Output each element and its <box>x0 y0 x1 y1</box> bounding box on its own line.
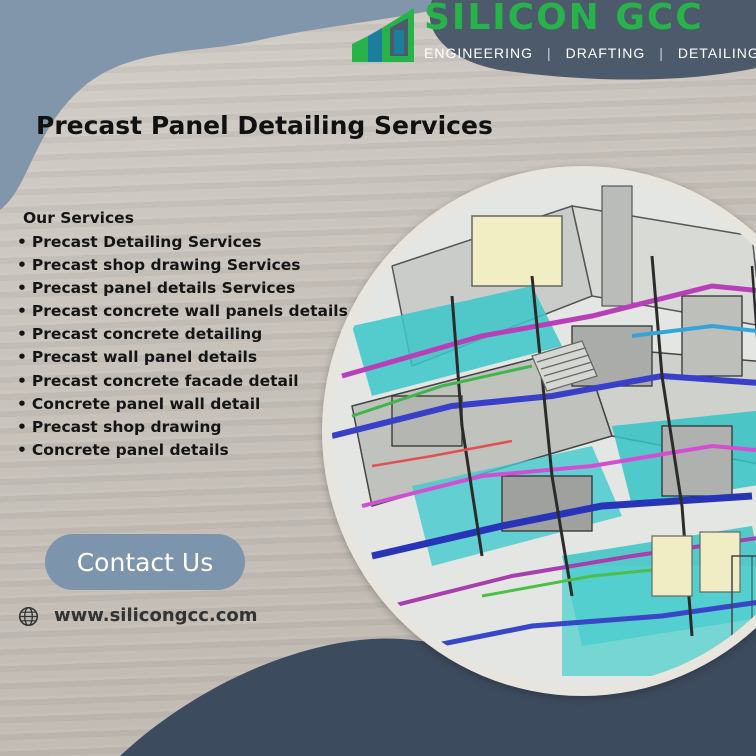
tagline-separator: | <box>659 45 664 61</box>
brand-name: SILICON GCC <box>424 0 704 38</box>
website-url[interactable]: www.silicongcc.com <box>54 605 258 626</box>
silicon-gcc-logo-mark <box>352 8 414 62</box>
bim-model-image <box>332 176 756 686</box>
tagline-detailing: DETAILING <box>677 45 756 61</box>
services-list: Our Services Precast Detailing Services … <box>17 208 348 462</box>
globe-icon <box>18 606 39 627</box>
list-item: Precast concrete detailing <box>17 323 348 346</box>
top-left-blue-shape <box>0 0 470 210</box>
tagline-drafting: DRAFTING <box>565 45 646 61</box>
list-item: Precast shop drawing Services <box>17 254 348 277</box>
list-item: Concrete panel details <box>17 439 348 462</box>
top-right-dark-shape <box>429 0 756 80</box>
contact-us-button[interactable]: Contact Us <box>45 534 245 590</box>
stair <box>531 340 598 392</box>
bim-model-illustration <box>332 176 756 686</box>
list-item: Precast concrete wall panels details <box>17 300 348 323</box>
list-item: Precast concrete facade detail <box>17 370 348 393</box>
list-item: Precast Detailing Services <box>17 231 348 254</box>
list-item: Precast shop drawing <box>17 416 348 439</box>
tagline-separator: | <box>547 45 552 61</box>
page-title: Precast Panel Detailing Services <box>36 111 493 140</box>
list-item: Concrete panel wall detail <box>17 393 348 416</box>
list-item: Precast wall panel details <box>17 346 348 369</box>
tagline-engineering: ENGINEERING <box>424 45 534 61</box>
list-item: Precast panel details Services <box>17 277 348 300</box>
services-heading: Our Services <box>23 209 134 227</box>
brand-logo[interactable]: SILICON GCC ENGINEERING | DRAFTING | DETAILI… <box>352 0 756 66</box>
brand-tagline: ENGINEERING | DRAFTING | DETAILING <box>424 44 756 62</box>
services-items: Precast Detailing Services Precast shop … <box>17 231 348 462</box>
